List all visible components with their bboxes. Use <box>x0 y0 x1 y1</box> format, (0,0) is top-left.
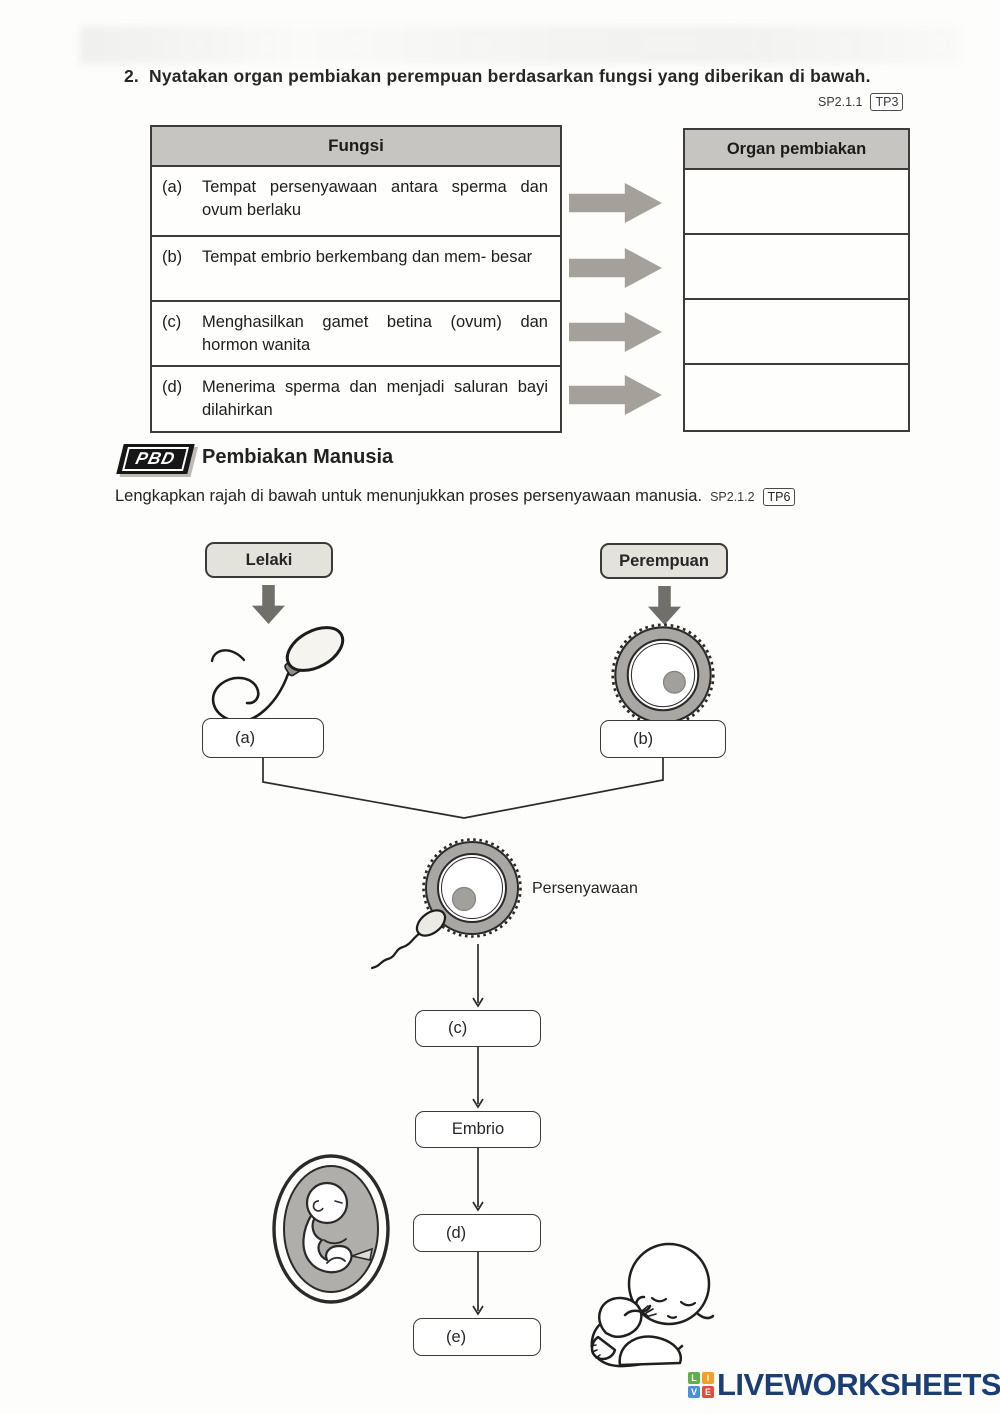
instruction-line: Lengkapkan rajah di bawah untuk menunjuk… <box>115 487 975 506</box>
table-row: (c) Menghasilkan gamet betina (ovum) dan… <box>152 302 560 367</box>
answer-box-e-label: (e) <box>446 1327 467 1346</box>
fertilization-illustration <box>358 833 578 978</box>
answer-box-d-label: (d) <box>446 1223 467 1242</box>
row-text: Menerima sperma dan menjadi saluran bayi… <box>202 378 548 420</box>
answer-box-b-label: (b) <box>633 729 654 748</box>
logo-text: LIVEWORKSHEETS <box>717 1367 1000 1402</box>
row-text: Menghasilkan gamet betina (ovum) dan hor… <box>202 313 548 355</box>
answer-box-d[interactable]: (d) <box>413 1214 541 1252</box>
organ-table-header: Organ pembiakan <box>685 130 908 170</box>
right-arrow-icon <box>569 183 662 223</box>
instruction-text: Lengkapkan rajah di bawah untuk menunjuk… <box>115 487 703 505</box>
question-number: 2. <box>124 66 139 86</box>
table-row: (a) Tempat persenyawaan antara sperma da… <box>152 167 560 237</box>
row-label: (b) <box>162 248 183 266</box>
logo-square-i: I <box>702 1372 714 1384</box>
table-row: (d) Menerima sperma dan menjadi saluran … <box>152 367 560 431</box>
section-title: Pembiakan Manusia <box>202 446 394 468</box>
fungsi-table-header: Fungsi <box>152 127 560 167</box>
row-label: (c) <box>162 313 182 331</box>
female-label-box: Perempuan <box>600 543 728 579</box>
right-arrow-icon <box>569 375 662 415</box>
embryo-label: Embrio <box>451 1120 505 1138</box>
fetus-illustration <box>268 1150 394 1313</box>
fungsi-table: Fungsi (a) Tempat persenyawaan antara sp… <box>150 125 562 433</box>
table-row: (b) Tempat embrio berkembang dan mem- be… <box>152 237 560 302</box>
logo-square-v: V <box>688 1386 700 1398</box>
organ-answer-cell[interactable] <box>685 365 908 430</box>
question-text: Nyatakan organ pembiakan perempuan berda… <box>149 66 871 86</box>
fertilization-diagram: Lelaki Perempuan <box>0 528 1000 1388</box>
pbd-badge-label: PBD <box>122 447 189 471</box>
answer-box-a[interactable]: (a) <box>202 718 324 758</box>
male-label-box: Lelaki <box>205 542 333 578</box>
fertilization-label: Persenyawaan <box>532 880 638 897</box>
row-text: Tempat embrio berkembang dan mem- besar <box>202 248 533 266</box>
logo-square-e: E <box>702 1386 714 1398</box>
right-arrow-icon <box>569 248 662 288</box>
answer-box-c-label: (c) <box>448 1019 468 1037</box>
embryo-box: Embrio <box>415 1111 541 1148</box>
logo-square-l: L <box>688 1372 700 1384</box>
question-codes: SP2.1.1 TP3 <box>818 93 904 111</box>
male-label: Lelaki <box>245 550 293 569</box>
scan-artifact <box>80 26 960 64</box>
right-arrow-icon <box>569 312 662 352</box>
answer-box-a-label: (a) <box>235 728 256 747</box>
organ-answer-cell[interactable] <box>685 300 908 365</box>
ovum-illustration <box>606 618 720 737</box>
female-label: Perempuan <box>619 551 709 570</box>
standard-code: SP2.1.2 <box>710 490 755 504</box>
pbd-badge: PBD <box>116 444 195 474</box>
answer-box-c[interactable]: (c) <box>415 1010 541 1047</box>
baby-illustration <box>548 1198 728 1375</box>
tp-badge: TP3 <box>870 93 904 111</box>
organ-table: Organ pembiakan <box>683 128 910 432</box>
row-text: Tempat persenyawaan antara sperma dan ov… <box>202 178 548 220</box>
liveworksheets-logo: L I V E LIVEWORKSHEETS <box>688 1367 1000 1403</box>
liveworksheets-logo-icon: L I V E <box>688 1372 714 1398</box>
question-2: 2. Nyatakan organ pembiakan perempuan be… <box>124 66 904 87</box>
organ-answer-cell[interactable] <box>685 235 908 300</box>
sperm-illustration <box>198 616 363 766</box>
standard-code: SP2.1.1 <box>818 95 863 109</box>
tp-badge: TP6 <box>762 488 796 506</box>
row-label: (d) <box>162 378 183 396</box>
row-label: (a) <box>162 178 183 196</box>
answer-box-e[interactable]: (e) <box>413 1318 541 1356</box>
answer-box-b[interactable]: (b) <box>600 720 726 758</box>
organ-answer-cell[interactable] <box>685 170 908 235</box>
